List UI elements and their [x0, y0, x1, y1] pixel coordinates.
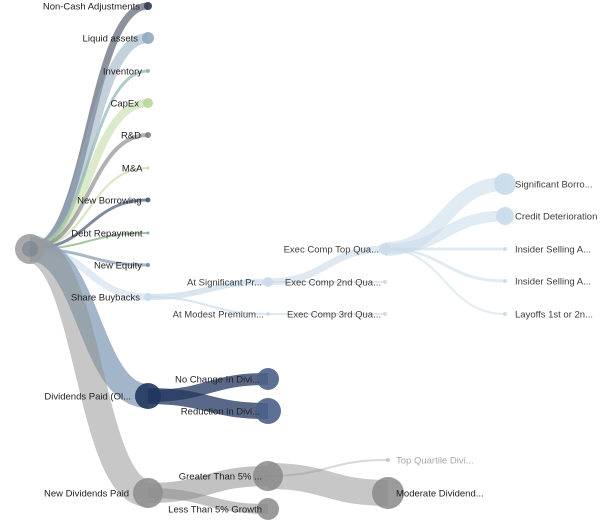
node-sig-premium[interactable]: [263, 277, 273, 287]
label-rnd: R&D: [121, 131, 141, 142]
node-debtrepay[interactable]: [146, 231, 150, 235]
node-mod-premium[interactable]: [266, 312, 270, 316]
label-liquid: Liquid assets: [83, 34, 139, 45]
label-sig-premium: At Significant Pr...: [187, 278, 262, 289]
label-moderate: Moderate Dividend...: [396, 489, 484, 500]
label-reduction: Reduction in Divi...: [181, 407, 260, 418]
label-noncash: Non-Cash Adjustments: [43, 2, 140, 13]
node-no-change[interactable]: [257, 368, 279, 390]
label-ec-2nd: Exec Comp 2nd Qua...: [285, 278, 381, 289]
node-equity[interactable]: [146, 263, 150, 267]
label-newdiv: New Dividends Paid: [44, 489, 129, 500]
label-greater5: Greater Than 5% ...: [179, 472, 262, 483]
node-inventory[interactable]: [146, 69, 150, 73]
node-rnd[interactable]: [145, 132, 151, 138]
node-ec-top[interactable]: [379, 243, 391, 255]
node-insider1[interactable]: [503, 247, 507, 251]
label-mod-premium: At Modest Premium...: [173, 310, 264, 321]
node-layoffs[interactable]: [503, 312, 507, 316]
label-no-change: No Change In Divi...: [175, 375, 260, 386]
node-moderate[interactable]: [372, 477, 404, 509]
node-newdiv[interactable]: [133, 478, 163, 508]
node-reduction[interactable]: [255, 398, 281, 424]
link-greater5-moderate: [267, 463, 389, 506]
node-less5[interactable]: [257, 498, 279, 520]
link-buybacks-mod-premium: [147, 296, 269, 315]
node-liquid[interactable]: [142, 32, 154, 44]
label-insider1: Insider Selling A...: [515, 245, 591, 256]
link-ectop-outcome-4: [384, 248, 506, 315]
root-node-core[interactable]: [22, 241, 38, 257]
node-capex[interactable]: [143, 98, 153, 108]
node-greater5[interactable]: [253, 461, 283, 491]
link-newdiv-less5: [147, 488, 269, 514]
link-buybacks-sig-premium: [147, 279, 269, 300]
node-buybacks[interactable]: [144, 293, 152, 301]
label-debtrepay: Debt Repayment: [71, 229, 143, 240]
label-ec-3rd: Exec Comp 3rd Qua...: [287, 310, 381, 321]
link-root-newdiv: [27, 235, 151, 507]
label-sig_borrow: Significant Borro...: [515, 180, 593, 191]
label-top-quartile: Top Quartile Divi...: [396, 456, 474, 467]
node-ec-2nd[interactable]: [383, 280, 387, 284]
node-divpaid[interactable]: [135, 383, 161, 409]
link-divpaid-reduction: [147, 388, 269, 419]
label-borrowing: New Borrowing: [77, 196, 141, 207]
node-credit[interactable]: [496, 207, 514, 225]
label-capex: CapEx: [110, 99, 139, 110]
label-inventory: Inventory: [103, 67, 142, 78]
node-noncash[interactable]: [144, 2, 152, 10]
label-divpaid: Dividends Paid (Ol...: [44, 392, 131, 403]
link-sigprem-ec-top: [267, 245, 386, 286]
link-ectop-outcome-3: [384, 247, 506, 283]
tree-links: [27, 2, 506, 514]
node-sig_borrow[interactable]: [494, 173, 516, 195]
node-borrowing[interactable]: [145, 197, 151, 203]
tree-nodes: [15, 2, 516, 520]
label-insider2: Insider Selling A...: [515, 277, 591, 288]
node-top-quartile[interactable]: [386, 458, 390, 462]
node-mna[interactable]: [146, 166, 150, 170]
label-layoffs: Layoffs 1st or 2n...: [515, 310, 593, 321]
label-ec-top: Exec Comp Top Qua...: [284, 245, 379, 256]
label-less5: Less Than 5% Growth: [168, 505, 262, 516]
label-buybacks: Share Buybacks: [71, 293, 140, 304]
label-equity: New Equity: [94, 261, 142, 272]
label-credit: Credit Deterioration: [515, 212, 597, 223]
node-insider2[interactable]: [503, 279, 507, 283]
label-mna: M&A: [122, 164, 143, 175]
node-ec-3rd[interactable]: [383, 312, 387, 316]
